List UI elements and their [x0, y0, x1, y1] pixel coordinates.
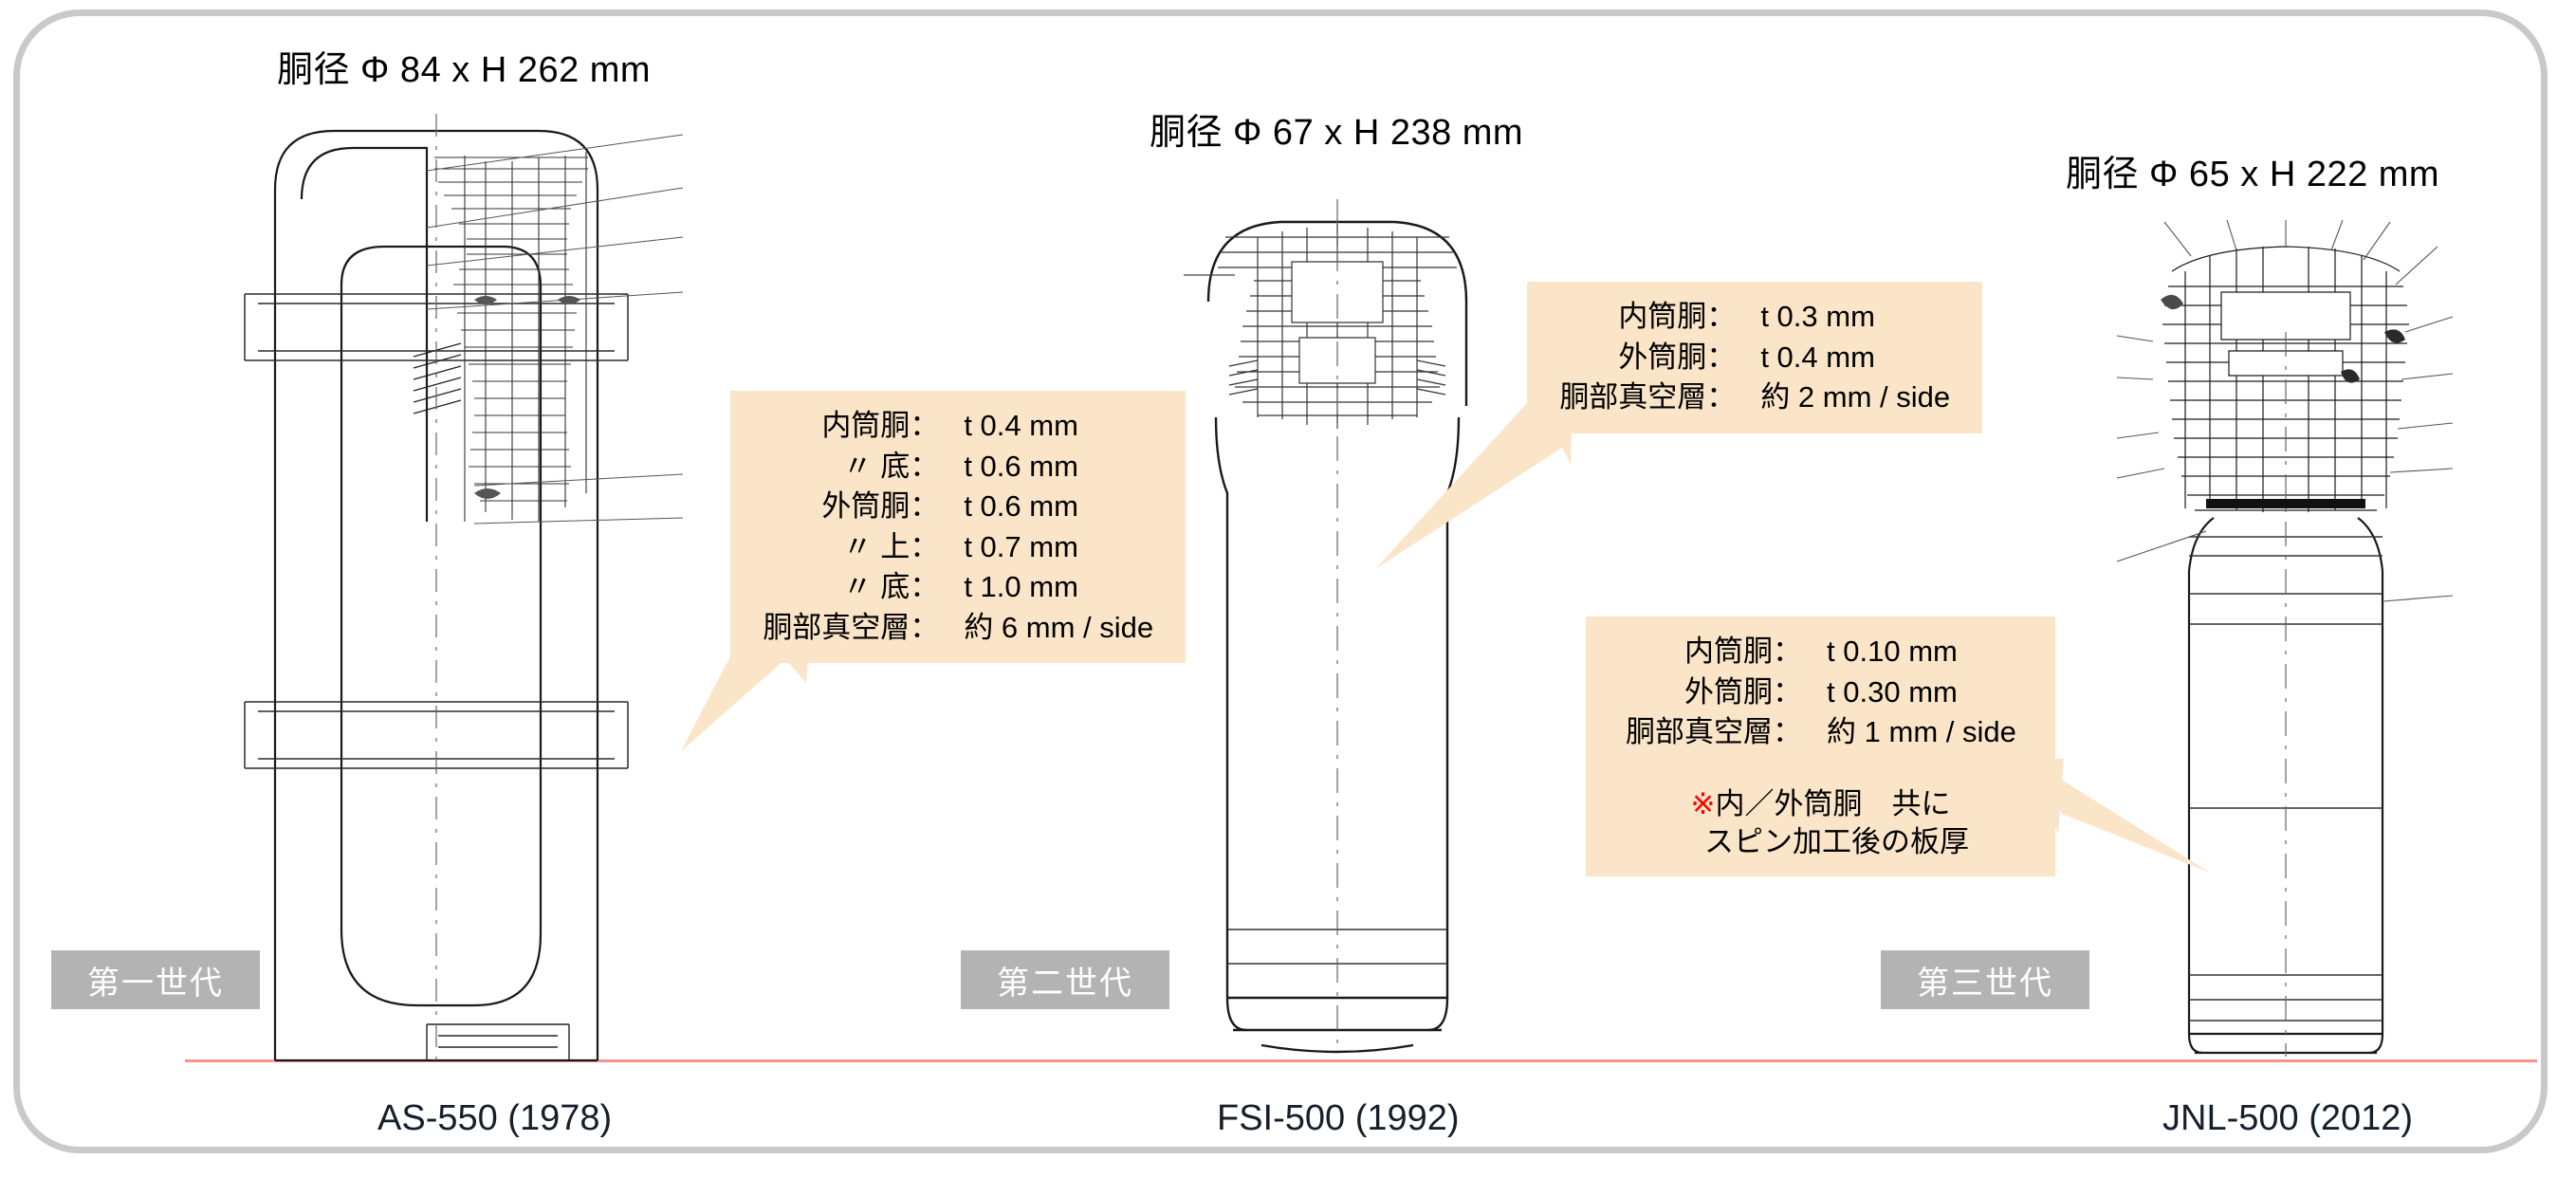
- spec-label: 〃 上：: [842, 529, 940, 563]
- generation-badge-first: 第一世代: [51, 950, 260, 1009]
- spec-value: t 1.0 mm: [964, 570, 1078, 604]
- callout-jnl500: 内筒胴： t 0.10 mm 外筒胴： t 0.30 mm 胴部真空層： 約 1…: [1586, 617, 2055, 877]
- spec-value: t 0.6 mm: [964, 449, 1078, 483]
- callout-note: ※内／外筒胴 共に スピン加工後の板厚: [1610, 785, 2031, 862]
- callout-fsi500: 内筒胴： t 0.3 mm 外筒胴： t 0.4 mm 胴部真空層： 約 2 m…: [1527, 282, 1982, 433]
- note-reference-mark: ※: [1690, 786, 1716, 820]
- spec-label: 外筒胴：: [1618, 340, 1737, 374]
- technical-drawing-fsi500: [1184, 199, 1468, 1054]
- spec-value: t 0.7 mm: [964, 529, 1078, 563]
- spec-label: 〃 底：: [842, 570, 940, 604]
- spec-label: 内筒胴：: [1684, 635, 1803, 668]
- spec-value: t 0.4 mm: [964, 409, 1078, 442]
- product-caption-fsi500: FSI-500 (1992): [1217, 1098, 1460, 1138]
- product-caption-jnl500: JNL-500 (2012): [2162, 1098, 2414, 1138]
- note-line-2: スピン加工後の板厚: [1704, 825, 1969, 859]
- technical-drawing-jnl500: [2116, 219, 2454, 1057]
- spec-label: 胴部真空層：: [1559, 380, 1737, 414]
- spec-value: t 0.4 mm: [1760, 340, 1875, 374]
- generation-badge-second: 第二世代: [961, 950, 1169, 1009]
- spec-value: t 0.3 mm: [1760, 300, 1875, 333]
- spec-label: 内筒胴：: [821, 409, 940, 442]
- spec-row: 内筒胴： t 0.10 mm: [1610, 632, 2031, 672]
- dimension-header-fsi500: 胴径 Φ 67 x H 238 mm: [1150, 113, 1524, 153]
- spec-row: 〃 底： t 0.6 mm: [755, 447, 1161, 488]
- generation-badge-third: 第三世代: [1881, 950, 2089, 1009]
- spec-row: 外筒胴： t 0.30 mm: [1610, 672, 2031, 713]
- dimension-header-jnl500: 胴径 Φ 65 x H 222 mm: [2066, 155, 2440, 194]
- spec-value: 約 2 mm / side: [1760, 380, 1951, 414]
- product-caption-as550: AS-550 (1978): [377, 1098, 613, 1138]
- note-line-1: 内／外筒胴 共に: [1715, 786, 1951, 820]
- spec-label: 胴部真空層：: [1626, 715, 1803, 749]
- spec-label: 〃 底：: [842, 449, 940, 483]
- spec-row: 〃 底： t 1.0 mm: [755, 567, 1161, 608]
- technical-drawing-as550: [244, 114, 684, 1070]
- spec-value: t 0.30 mm: [1827, 674, 1958, 709]
- spec-row: 内筒胴： t 0.3 mm: [1552, 297, 1958, 338]
- dimension-header-as550: 胴径 Φ 84 x H 262 mm: [277, 50, 652, 90]
- spec-value: t 0.6 mm: [964, 489, 1078, 524]
- baseline-rule: [185, 1059, 2537, 1062]
- spec-label: 外筒胴：: [821, 489, 940, 524]
- spec-row: 外筒胴： t 0.4 mm: [1552, 338, 1958, 378]
- spec-label: 内筒胴：: [1618, 300, 1737, 333]
- callout-as550: 内筒胴： t 0.4 mm 〃 底： t 0.6 mm 外筒胴： t 0.6 m…: [730, 391, 1186, 664]
- spec-value: t 0.10 mm: [1827, 635, 1958, 668]
- spec-value: 約 1 mm / side: [1827, 715, 2016, 749]
- spec-table-fsi500: 内筒胴： t 0.3 mm 外筒胴： t 0.4 mm 胴部真空層： 約 2 m…: [1552, 297, 1958, 418]
- spec-row: 胴部真空層： 約 1 mm / side: [1610, 712, 2031, 753]
- spec-row: 内筒胴： t 0.4 mm: [755, 406, 1161, 447]
- spec-table-jnl500: 内筒胴： t 0.10 mm 外筒胴： t 0.30 mm 胴部真空層： 約 1…: [1610, 632, 2031, 753]
- spec-row: 胴部真空層： 約 6 mm / side: [755, 608, 1161, 649]
- spec-table-as550: 内筒胴： t 0.4 mm 〃 底： t 0.6 mm 外筒胴： t 0.6 m…: [755, 406, 1161, 648]
- spec-row: 外筒胴： t 0.6 mm: [755, 487, 1161, 527]
- spec-row: 胴部真空層： 約 2 mm / side: [1552, 377, 1958, 418]
- spec-label: 胴部真空層：: [763, 610, 940, 644]
- spec-label: 外筒胴：: [1684, 674, 1803, 709]
- spec-row: 〃 上： t 0.7 mm: [755, 527, 1161, 568]
- spec-value: 約 6 mm / side: [964, 610, 1154, 644]
